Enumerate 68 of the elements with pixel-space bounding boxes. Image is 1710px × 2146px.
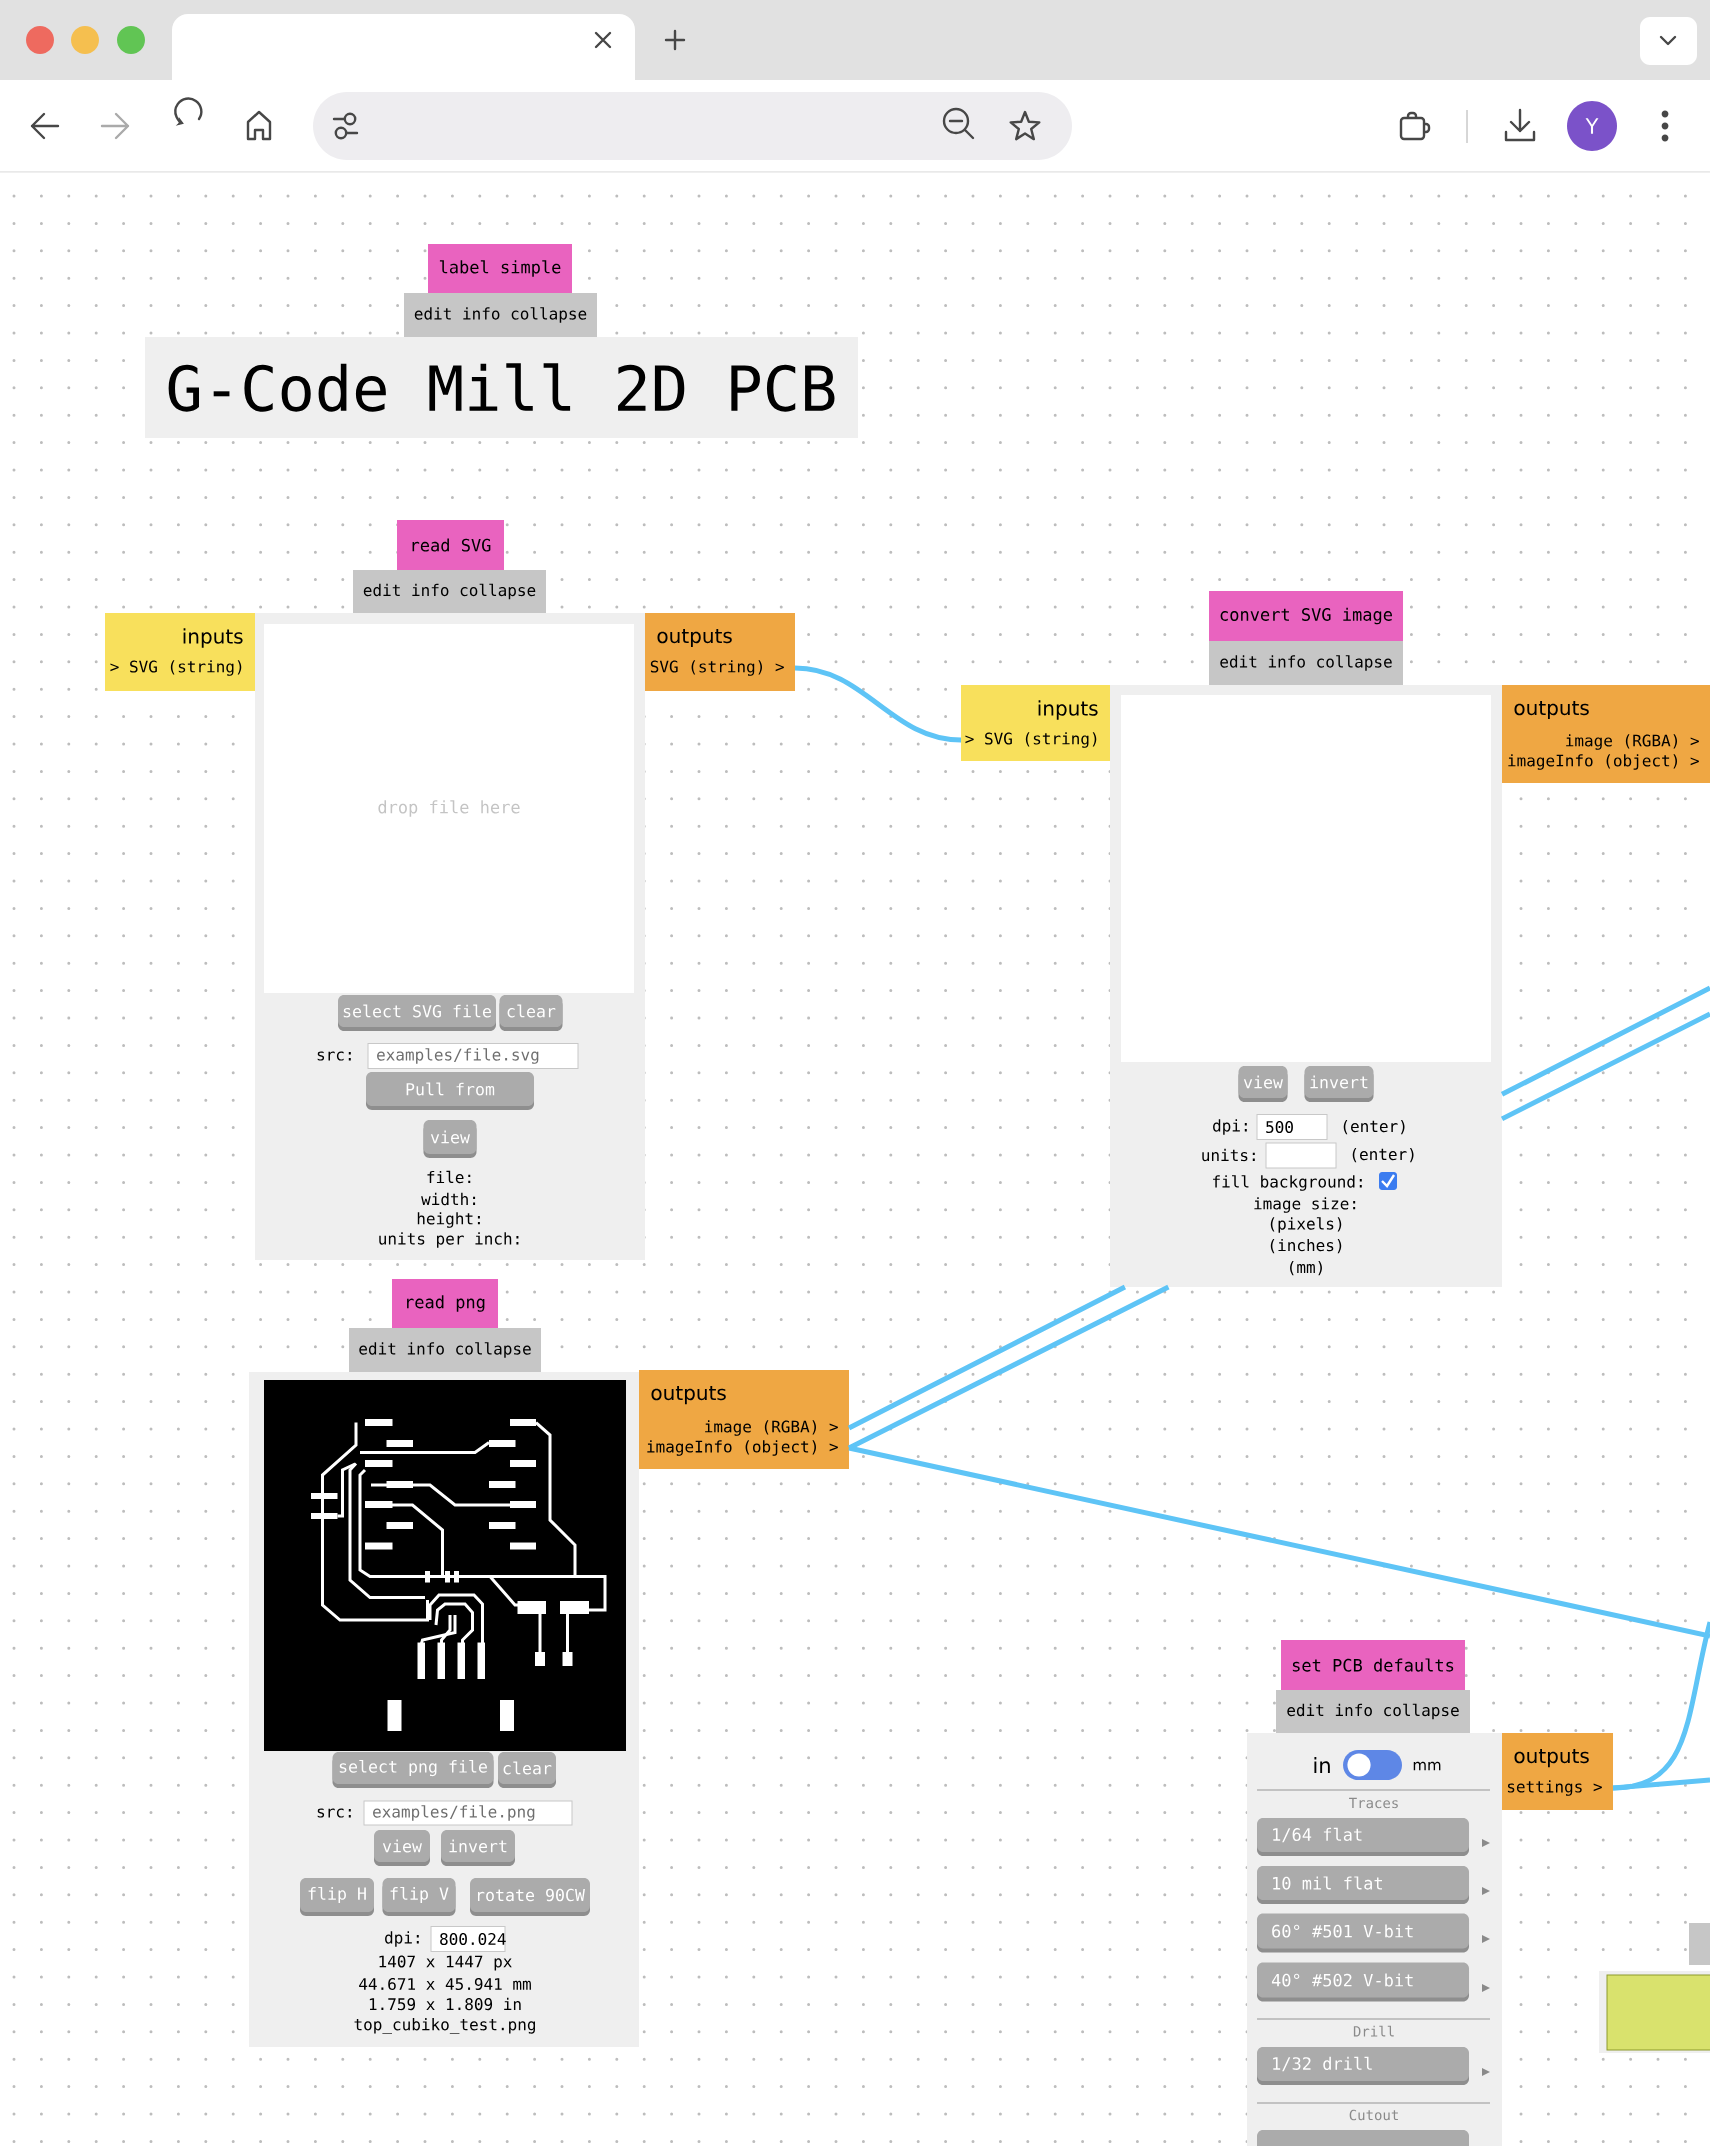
button: clear xyxy=(498,1752,556,1788)
module-edit-bar: edit info collapse xyxy=(353,570,546,613)
field-label: units: xyxy=(1202,1148,1255,1162)
button: 1/64 flat xyxy=(1257,1818,1469,1856)
input-port: inputs > SVG (string) xyxy=(105,613,255,691)
connector-wire xyxy=(1612,1621,1710,1791)
input-field: 500 xyxy=(1256,1114,1328,1140)
module-title-tab: read png xyxy=(392,1279,498,1328)
section-heading: Drill xyxy=(1353,2025,1394,2037)
button: Pull from xyxy=(366,1072,534,1110)
info-text: 1.759 x 1.809 in xyxy=(369,1997,521,2011)
info-text: (mm) xyxy=(1290,1260,1322,1276)
info-text: file: xyxy=(427,1170,471,1184)
info-text: width: xyxy=(421,1192,476,1206)
input-field: examples/file.svg xyxy=(367,1043,579,1069)
module-title-tab: label simple xyxy=(428,244,572,293)
button: rotate 90CW xyxy=(470,1878,590,1916)
info-text: units per inch: xyxy=(379,1232,519,1248)
info-text: 1407 x 1447 px xyxy=(379,1955,512,1971)
info-text: 44.671 x 45.941 mm xyxy=(359,1977,531,1991)
button: invert xyxy=(441,1830,515,1866)
button: 40° #502 V-bit xyxy=(1257,1962,1469,2002)
output-port: outputs image (RGBA) > imageInfo (object) > xyxy=(639,1370,849,1469)
button: 10 mil flat xyxy=(1257,1866,1469,1904)
drop-area: drop file here xyxy=(264,624,634,993)
field-label: (enter) xyxy=(1352,1147,1414,1163)
module-edit-bar: edit info collapse xyxy=(349,1328,541,1372)
module-title-tab: set PCB defaults xyxy=(1281,1640,1465,1690)
button: clear xyxy=(499,995,563,1031)
button: view xyxy=(374,1830,430,1866)
connector-wire xyxy=(1612,1777,1710,1791)
field-label: dpi: xyxy=(1213,1119,1247,1135)
module-edit-bar: edit info collapse xyxy=(1276,1690,1470,1733)
connector-wire xyxy=(794,665,962,743)
info-text: (inches) xyxy=(1270,1238,1342,1254)
output-port: outputs settings > xyxy=(1502,1733,1613,1810)
field-label: mm xyxy=(1413,1761,1441,1771)
field-label: dpi: xyxy=(385,1931,419,1947)
info-text: (pixels) xyxy=(1270,1217,1342,1233)
module-edit-bar: edit info collapse xyxy=(1209,641,1403,685)
module-title-tab: convert SVG image xyxy=(1209,591,1403,641)
field-label: fill background: xyxy=(1213,1175,1362,1191)
input-field: examples/file.png xyxy=(363,1800,573,1826)
input-port: inputs > SVG (string) xyxy=(961,685,1110,761)
output-port: outputs image (RGBA) > imageInfo (object) > xyxy=(1502,685,1710,783)
field-label: src: xyxy=(317,1808,351,1818)
info-text: height: xyxy=(417,1212,480,1228)
info-text: top_cubiko_test.png xyxy=(354,2018,535,2034)
button: select SVG file xyxy=(338,995,496,1031)
button: view xyxy=(1238,1066,1288,1102)
button: flip H xyxy=(300,1878,374,1916)
button: view xyxy=(423,1120,477,1158)
module-title-tab: read SVG xyxy=(397,520,504,570)
input-field: 800.024 xyxy=(430,1926,506,1952)
field-label: src: xyxy=(317,1051,351,1061)
button: invert xyxy=(1304,1066,1374,1102)
title-label: G-Code Mill 2D PCB xyxy=(145,337,858,438)
field-label: (enter) xyxy=(1343,1119,1405,1135)
button: 60° #501 V-bit xyxy=(1257,1913,1469,1953)
section-heading: Cutout xyxy=(1349,2109,1398,2121)
module-edit-bar: edit info collapse xyxy=(404,293,597,337)
output-port: outputs SVG (string) > xyxy=(645,613,795,691)
field-label: in xyxy=(1314,1757,1330,1773)
button: flip V xyxy=(382,1878,456,1916)
info-text: image size: xyxy=(1254,1197,1356,1213)
button: select png file xyxy=(332,1752,494,1788)
section-heading: Traces xyxy=(1349,1797,1398,1809)
button: 1/32 drill xyxy=(1257,2047,1469,2085)
